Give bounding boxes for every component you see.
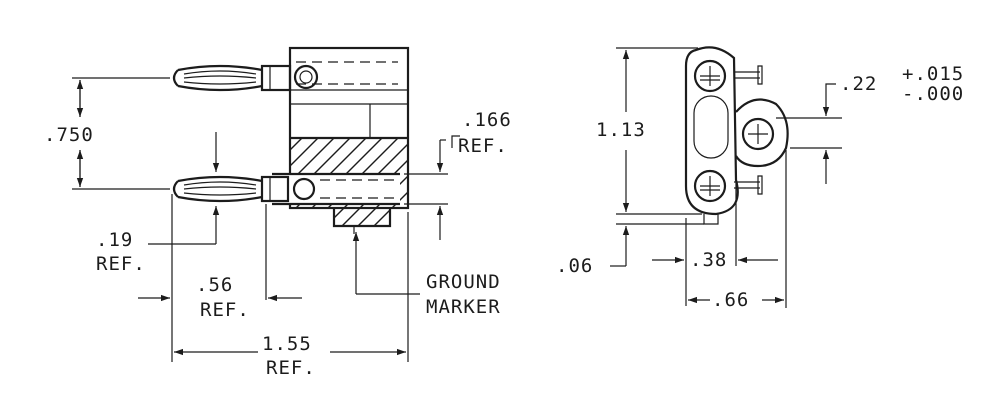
dim-offset-tol-plus: +.015 [902, 63, 964, 85]
dim-plug-length-label: .56 [196, 274, 233, 296]
bottom-terminal [693, 169, 763, 203]
dim-overall-length-ref: REF. [266, 357, 316, 379]
side-view: .750 .19 REF. .56 REF. 1.55 REF. [44, 46, 512, 379]
dim-outer-width: .66 [688, 150, 787, 311]
ground-marker-line2: MARKER [426, 296, 501, 318]
side-terminal [741, 117, 775, 151]
dim-offset: .22 +.015 -.000 [776, 63, 964, 184]
dim-inner-width-label: .38 [690, 249, 727, 271]
dim-plug-length-ref: REF. [200, 299, 250, 321]
dim-plug-diameter-label: .19 [96, 229, 133, 251]
housing [288, 46, 410, 234]
dim-inner-width: .38 [652, 182, 778, 306]
end-view: 1.13 .06 .22 +.015 -.000 .38 [556, 46, 964, 311]
dim-overall-length: 1.55 REF. [174, 212, 409, 379]
bore-slot [272, 174, 400, 204]
dim-offset-label: .22 [840, 73, 877, 95]
dim-height-label: 1.13 [596, 119, 646, 141]
dim-slot-width-ref: REF. [458, 135, 508, 157]
top-terminal [693, 59, 763, 93]
upper-banana-plug [172, 64, 319, 92]
dim-height: 1.13 [596, 47, 702, 215]
dim-outer-width-label: .66 [712, 289, 749, 311]
dim-spacing: .750 [44, 77, 170, 190]
dim-overall-length-label: 1.55 [262, 333, 312, 355]
dim-bottom: .06 [556, 223, 704, 277]
dim-spacing-label: .750 [44, 124, 94, 146]
dim-plug-diameter-ref: REF. [96, 253, 146, 275]
ground-marker-line1: GROUND [426, 271, 501, 293]
dim-slot-width: .166 REF. [404, 109, 512, 240]
lower-banana-plug [172, 175, 316, 203]
dim-bottom-label: .06 [556, 255, 593, 277]
dim-plug-diameter: .19 REF. [96, 132, 220, 275]
dim-plug-length: .56 REF. [138, 194, 302, 362]
dim-slot-width-label: .166 [462, 109, 512, 131]
dim-offset-tol-minus: -.000 [902, 83, 964, 105]
end-body [684, 46, 789, 225]
ground-marker-callout: GROUND MARKER [352, 232, 501, 318]
